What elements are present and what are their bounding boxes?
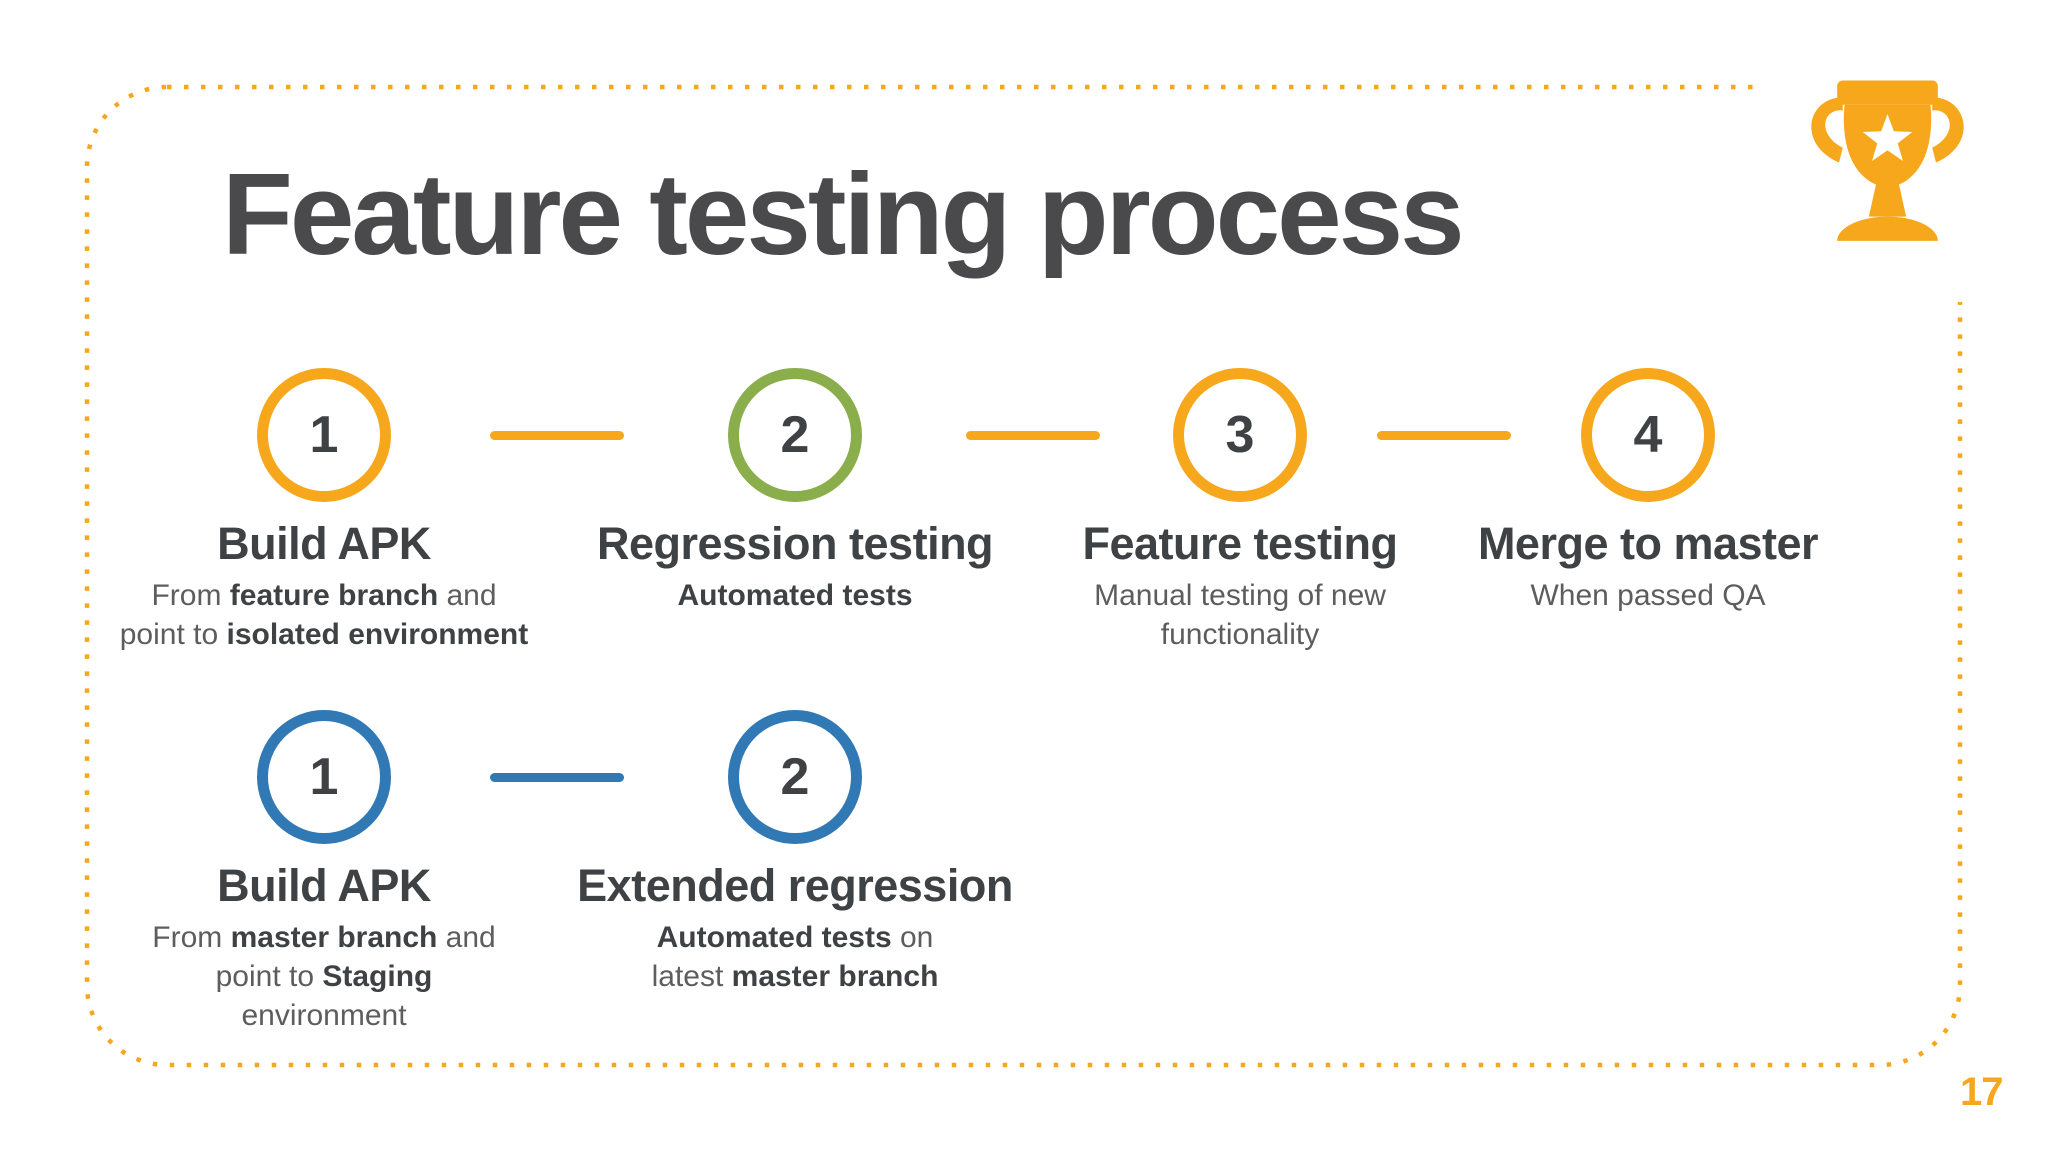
step-description: Automated tests [677, 578, 913, 612]
step-number: 2 [780, 406, 810, 464]
step-number-circle: 2 [728, 368, 862, 502]
step-number: 2 [780, 748, 810, 806]
step-title: Build APK [217, 518, 431, 569]
step-description: When passed QA [1530, 578, 1766, 612]
process-step: 2 Extended regression Automated tests on… [575, 710, 1015, 996]
step-number: 1 [309, 748, 339, 806]
process-step: 4 Merge to master When passed QA [1428, 368, 1868, 615]
step-number-circle: 3 [1173, 368, 1307, 502]
step-connector-line [490, 431, 624, 440]
step-connector-line [490, 773, 624, 782]
step-title: Merge to master [1477, 518, 1819, 569]
step-title: Extended regression [577, 860, 1013, 911]
trophy-icon [1811, 80, 1964, 241]
step-number-circle: 1 [257, 368, 391, 502]
step-connector-line [966, 431, 1100, 440]
step-number-circle: 1 [257, 710, 391, 844]
step-title: Regression testing [596, 518, 994, 569]
process-step: 2 Regression testing Automated tests [575, 368, 1015, 615]
page-title: Feature testing process [222, 149, 1465, 279]
step-number-circle: 4 [1581, 368, 1715, 502]
step-title: Build APK [217, 860, 431, 911]
page-number: 17 [1960, 1070, 2004, 1114]
step-number: 1 [309, 406, 339, 464]
step-title: Feature testing [1082, 518, 1398, 569]
step-number-circle: 2 [728, 710, 862, 844]
step-connector-line [1377, 431, 1511, 440]
step-number: 4 [1633, 406, 1663, 464]
step-number: 3 [1225, 406, 1255, 464]
